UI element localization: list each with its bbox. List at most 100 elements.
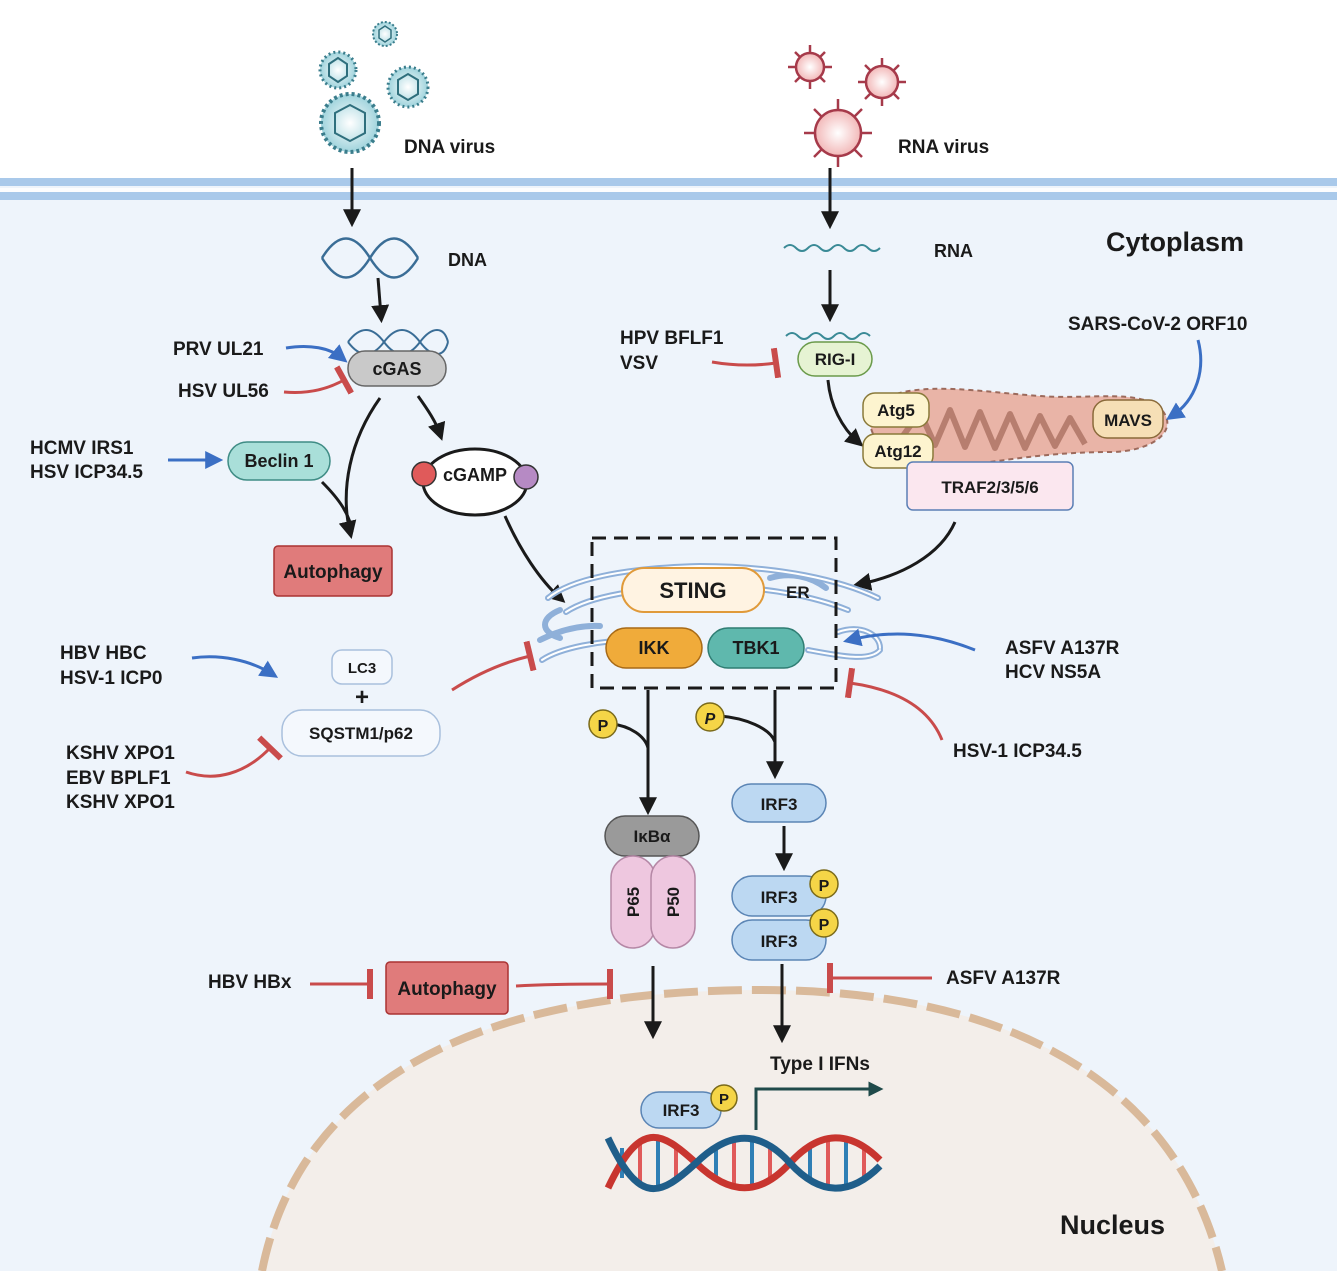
regulator-vsv: VSV — [620, 353, 658, 374]
activate-arrow-hbv-hbc — [191, 655, 279, 678]
ikba-label: IκBα — [634, 827, 671, 846]
tbk1-label: TBK1 — [732, 638, 779, 658]
beclin1-label: Beclin 1 — [244, 451, 313, 471]
mavs-node — [1092, 399, 1164, 439]
irf3-node — [731, 783, 827, 823]
regulator-hbv-hbc: HBV HBC — [60, 643, 147, 664]
autophagy-bottom-node — [385, 961, 509, 1015]
arrow-rigi-to-atg — [826, 379, 864, 447]
arrow-beclin1-to-autophagy — [320, 480, 354, 533]
phospho-label-nucleus: P — [719, 1091, 729, 1108]
nuclear-dna-helix-icon — [604, 1133, 883, 1193]
arrow-dna-to-cgas — [371, 277, 390, 324]
irf3-nucleus-label: IRF3 — [663, 1101, 700, 1120]
phospho-icon-dimer-top — [809, 869, 839, 899]
rna-bound-rigi-icon — [785, 332, 871, 340]
lc3-node — [331, 649, 393, 685]
autophagy-top-node — [273, 545, 393, 597]
rna-label: RNA — [934, 241, 973, 261]
dna-virus-label: DNA virus — [404, 137, 495, 158]
cgas-label: cGAS — [372, 359, 421, 379]
rigi-label: RIG-I — [815, 350, 856, 369]
autophagy-top-label: Autophagy — [283, 562, 383, 583]
autophagy-bottom-label: Autophagy — [397, 979, 497, 1000]
p50-node — [650, 855, 696, 949]
inhibit-line-autophagy-nfkb — [515, 968, 614, 1000]
phospho-icon-tbk1 — [695, 702, 725, 732]
phospho-curve-tbk1 — [719, 714, 777, 743]
irf3-dimer-bottom-node — [731, 919, 827, 961]
dna-label: DNA — [448, 250, 487, 270]
regulator-hsv-icp345: HSV ICP34.5 — [30, 462, 143, 483]
plus-sign: + — [355, 684, 369, 711]
irf3-dimer-bottom-label: IRF3 — [761, 932, 798, 951]
inhibit-line-p62-to-sting — [451, 640, 537, 692]
regulator-hbv-hbx: HBV HBx — [208, 972, 292, 993]
mavs-label: MAVS — [1104, 411, 1152, 430]
beclin1-node — [227, 441, 331, 481]
dna-helix-icon — [320, 237, 420, 279]
inhibit-line-hsv1-icp345 — [844, 667, 944, 741]
regulator-kshv-xpo1-b: KSHV XPO1 — [66, 792, 175, 813]
regulator-hsv1-icp0: HSV-1 ICP0 — [60, 668, 162, 689]
er-label: ER — [786, 583, 810, 602]
sting-label: STING — [659, 578, 726, 603]
cgamp-label: cGAMP — [443, 465, 507, 485]
cytoplasm-label: Cytoplasm — [1106, 227, 1244, 257]
ikk-label: IKK — [639, 638, 670, 658]
phospho-icon-dimer-bottom — [809, 908, 839, 938]
phospho-label-ikk: P — [598, 718, 609, 735]
phospho-label-dimer-bottom: P — [819, 917, 830, 934]
rna-virus-label: RNA virus — [898, 137, 989, 158]
inhibit-line-kshv — [185, 735, 283, 778]
regulator-ebv-bplf1: EBV BPLF1 — [66, 768, 171, 789]
ikba-node — [604, 815, 700, 857]
sqstm1-node — [281, 709, 441, 757]
atg12-node — [862, 433, 934, 469]
phospho-label-tbk1: P — [705, 711, 716, 728]
mitochondrion-icon — [868, 387, 1169, 468]
regulator-asfv-a137r-bottom: ASFV A137R — [946, 968, 1061, 989]
atg12-label: Atg12 — [874, 442, 921, 461]
inhibit-line-hpv — [711, 347, 782, 379]
sqstm1-label: SQSTM1/p62 — [309, 724, 413, 743]
traf-node — [906, 461, 1074, 511]
rigi-node — [797, 341, 873, 377]
dna-virus-icon — [318, 21, 430, 154]
regulator-hcv-ns5a: HCV NS5A — [1005, 662, 1101, 683]
nucleus — [258, 985, 1226, 1271]
arrow-cgas-to-cgamp — [416, 395, 446, 441]
atg5-label: Atg5 — [877, 401, 915, 420]
rna-virus-icon — [788, 45, 906, 167]
irf3-label: IRF3 — [761, 795, 798, 814]
type1-ifns-label: Type I IFNs — [770, 1054, 870, 1075]
transcription-start-arrow — [754, 1081, 884, 1130]
rna-strand-icon — [783, 244, 881, 252]
plasma-membrane — [0, 178, 1337, 200]
regulator-hsv-ul56: HSV UL56 — [178, 381, 269, 402]
traf-label: TRAF2/3/5/6 — [941, 478, 1038, 497]
arrow-traf-to-sting — [852, 521, 957, 591]
regulator-kshv-xpo1-a: KSHV XPO1 — [66, 743, 175, 764]
irf3-dimer-top-label: IRF3 — [761, 888, 798, 907]
activate-arrow-sars — [1166, 339, 1203, 420]
p65-label: P65 — [624, 887, 643, 917]
nucleus-label: Nucleus — [1060, 1210, 1165, 1240]
cgamp-node — [411, 447, 539, 517]
regulator-asfv-a137r-top: ASFV A137R — [1005, 638, 1120, 659]
p50-label: P50 — [664, 887, 683, 917]
sting-complex-box — [590, 536, 838, 690]
regulator-prv-ul21: PRV UL21 — [173, 339, 264, 360]
inhibit-line-hsv-ul56 — [283, 365, 354, 395]
regulator-hcmv-irs1: HCMV IRS1 — [30, 438, 134, 459]
phospho-icon-ikk — [588, 709, 618, 739]
tbk1-node — [707, 627, 805, 669]
atg5-node — [862, 392, 930, 428]
lc3-label: LC3 — [348, 660, 376, 677]
ikk-node — [605, 627, 703, 669]
regulator-hpv-bflf1: HPV BFLF1 — [620, 328, 724, 349]
regulator-hsv1-icp345: HSV-1 ICP34.5 — [953, 741, 1082, 762]
activate-arrow-asfv — [843, 628, 976, 652]
phospho-label-dimer-top: P — [819, 878, 830, 895]
